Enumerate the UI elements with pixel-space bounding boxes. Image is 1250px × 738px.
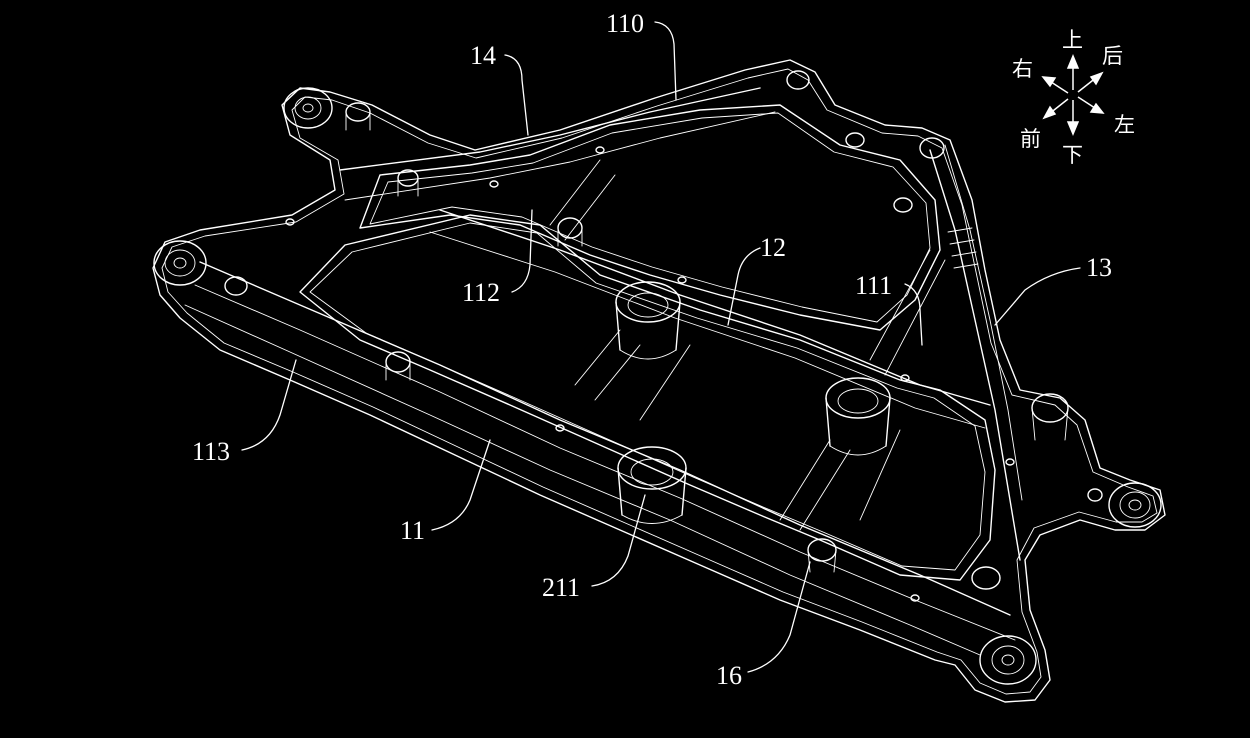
rail-12 bbox=[439, 209, 991, 406]
leader-211 bbox=[591, 494, 646, 587]
ref-13: 13 bbox=[1086, 253, 1112, 282]
brace-right bbox=[779, 429, 901, 531]
post-bosses bbox=[224, 70, 1103, 602]
ref-110: 110 bbox=[606, 9, 644, 38]
rail-11-bottom-edge bbox=[184, 304, 981, 656]
reference-numerals: 14 110 12 13 111 112 113 11 211 16 bbox=[192, 9, 1112, 690]
compass-left: 左 bbox=[1114, 113, 1135, 137]
leader-11 bbox=[431, 439, 491, 531]
rail-14-edge bbox=[344, 111, 776, 201]
compass-rear: 后 bbox=[1102, 44, 1123, 68]
compass-up: 上 bbox=[1062, 28, 1083, 52]
leader-111 bbox=[904, 283, 923, 346]
ref-16: 16 bbox=[716, 661, 742, 690]
rail-11-edge bbox=[194, 284, 1016, 641]
compass-right: 右 bbox=[1012, 57, 1033, 81]
ref-11: 11 bbox=[400, 516, 425, 545]
corner-mount-left bbox=[153, 240, 207, 286]
subframe-inner-opening-rear bbox=[359, 104, 941, 331]
subframe-body bbox=[152, 59, 1166, 703]
rail-11 bbox=[199, 261, 1011, 616]
corner-mount-front-right bbox=[979, 635, 1037, 685]
rail-12-edge bbox=[429, 231, 986, 429]
subframe-outer-contour bbox=[152, 59, 1166, 703]
compass-down: 下 bbox=[1062, 143, 1083, 167]
brace-left bbox=[574, 329, 691, 421]
leader-lines bbox=[241, 21, 1081, 673]
leader-110 bbox=[654, 21, 677, 101]
corner-mount-rear-left bbox=[283, 87, 333, 129]
rail-13 bbox=[929, 149, 1021, 561]
rail-14 bbox=[339, 87, 761, 171]
ref-111: 111 bbox=[855, 271, 892, 300]
leader-112 bbox=[511, 209, 533, 293]
compass-arrows bbox=[1041, 54, 1105, 136]
leader-16 bbox=[747, 561, 811, 673]
mount-tower-rear-right bbox=[825, 377, 891, 456]
mount-tower-rear-left bbox=[615, 281, 681, 360]
ref-14: 14 bbox=[470, 41, 496, 70]
ref-113: 113 bbox=[192, 437, 230, 466]
direction-compass: 上 下 右 左 后 前 bbox=[1012, 28, 1135, 167]
rail-13-edge bbox=[944, 144, 1023, 501]
leader-12 bbox=[727, 247, 761, 326]
leader-13 bbox=[994, 267, 1081, 326]
leader-113 bbox=[241, 359, 297, 451]
compass-front: 前 bbox=[1020, 127, 1041, 151]
subframe-inner-opening-front-offset bbox=[309, 222, 986, 571]
ref-12: 12 bbox=[760, 233, 786, 262]
leader-14 bbox=[504, 54, 529, 136]
corner-mount-right bbox=[1108, 482, 1162, 528]
subframe-outer-contour-offset bbox=[161, 68, 1158, 695]
mount-tower-front bbox=[617, 446, 687, 524]
brace-rear bbox=[549, 159, 946, 376]
subframe-inner-opening-rear-offset bbox=[369, 112, 931, 323]
subframe-inner-opening-front bbox=[299, 214, 996, 581]
ref-112: 112 bbox=[462, 278, 500, 307]
rail-13-ribs bbox=[947, 227, 979, 269]
ref-211: 211 bbox=[542, 573, 580, 602]
